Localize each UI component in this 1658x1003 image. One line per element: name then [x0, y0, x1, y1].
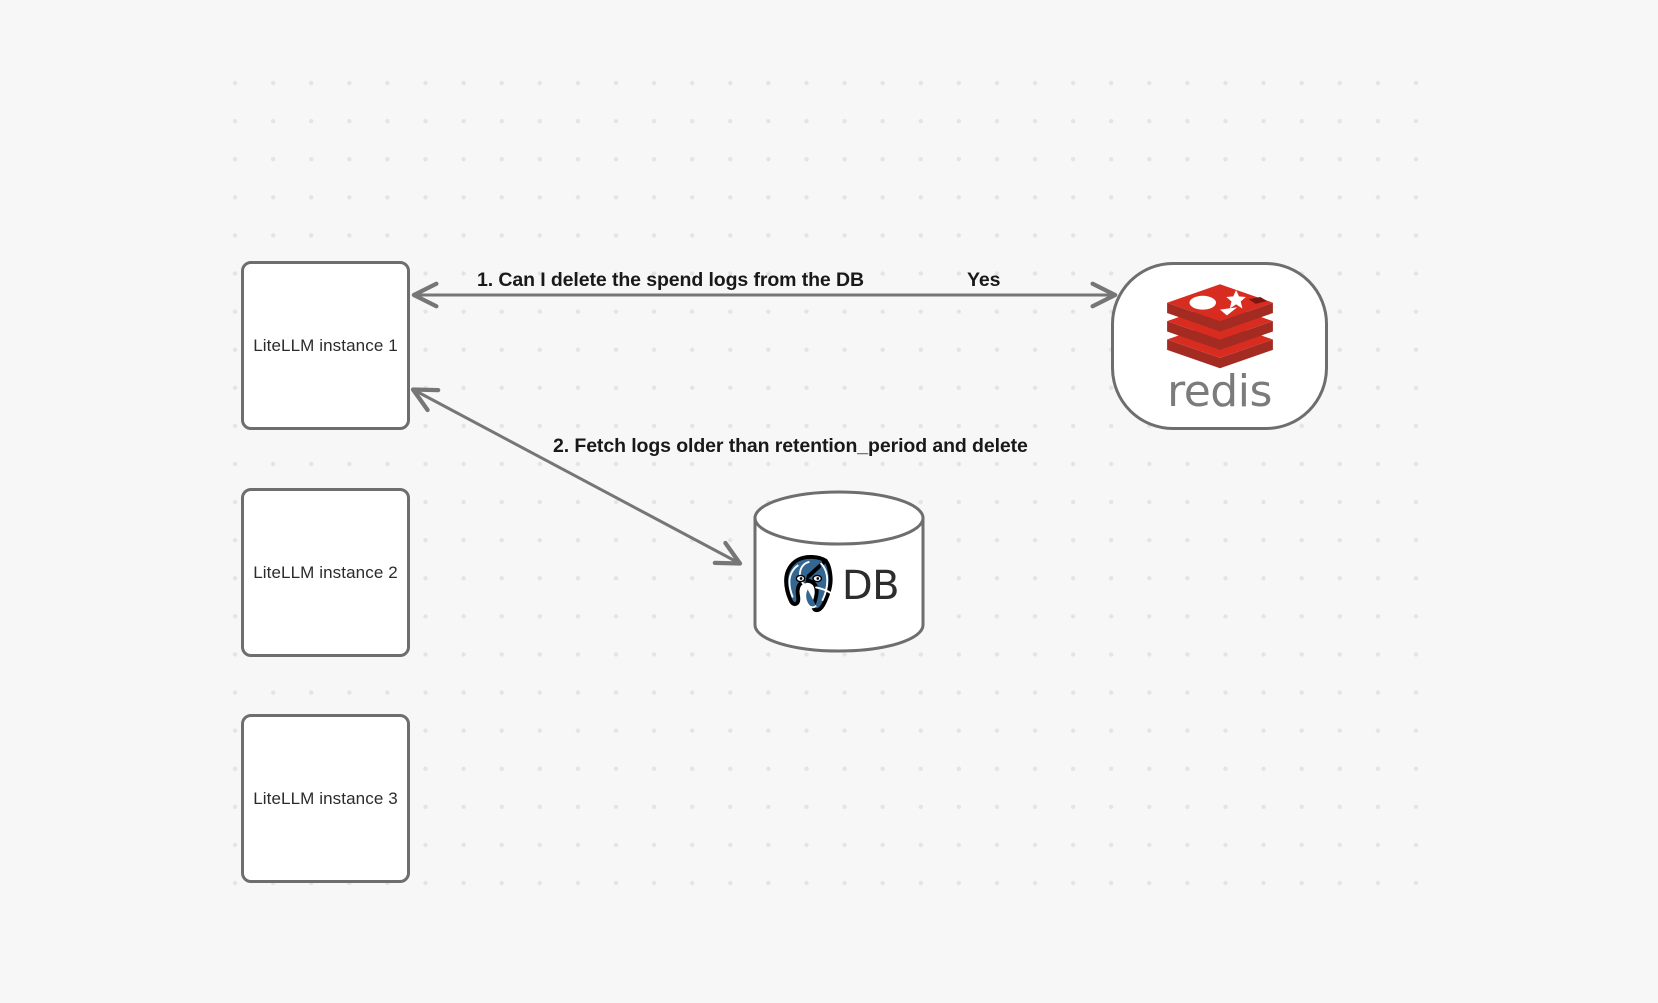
node-litellm-instance-1[interactable]: LiteLLM instance 1 [241, 261, 410, 430]
db-label: DB [841, 563, 900, 609]
node-litellm-instance-3[interactable]: LiteLLM instance 3 [241, 714, 410, 883]
redis-logo-icon [1166, 284, 1273, 369]
edge-label-yes: Yes [967, 269, 1001, 291]
node-label: LiteLLM instance 1 [253, 335, 398, 355]
node-db[interactable]: DB [753, 490, 925, 653]
cylinder-shape [753, 490, 925, 653]
edge-label-2: 2. Fetch logs older than retention_perio… [553, 435, 1028, 457]
node-label: LiteLLM instance 2 [253, 562, 398, 582]
edge-label-1: 1. Can I delete the spend logs from the … [477, 269, 864, 291]
node-label: LiteLLM instance 3 [253, 788, 398, 808]
redis-wordmark: redis [1167, 366, 1272, 417]
postgresql-elephant-icon [783, 555, 833, 613]
node-litellm-instance-2[interactable]: LiteLLM instance 2 [241, 488, 410, 657]
db-content: DB [753, 536, 925, 636]
node-redis[interactable]: redis [1111, 262, 1328, 430]
edge-litellm1-db [410, 387, 743, 566]
